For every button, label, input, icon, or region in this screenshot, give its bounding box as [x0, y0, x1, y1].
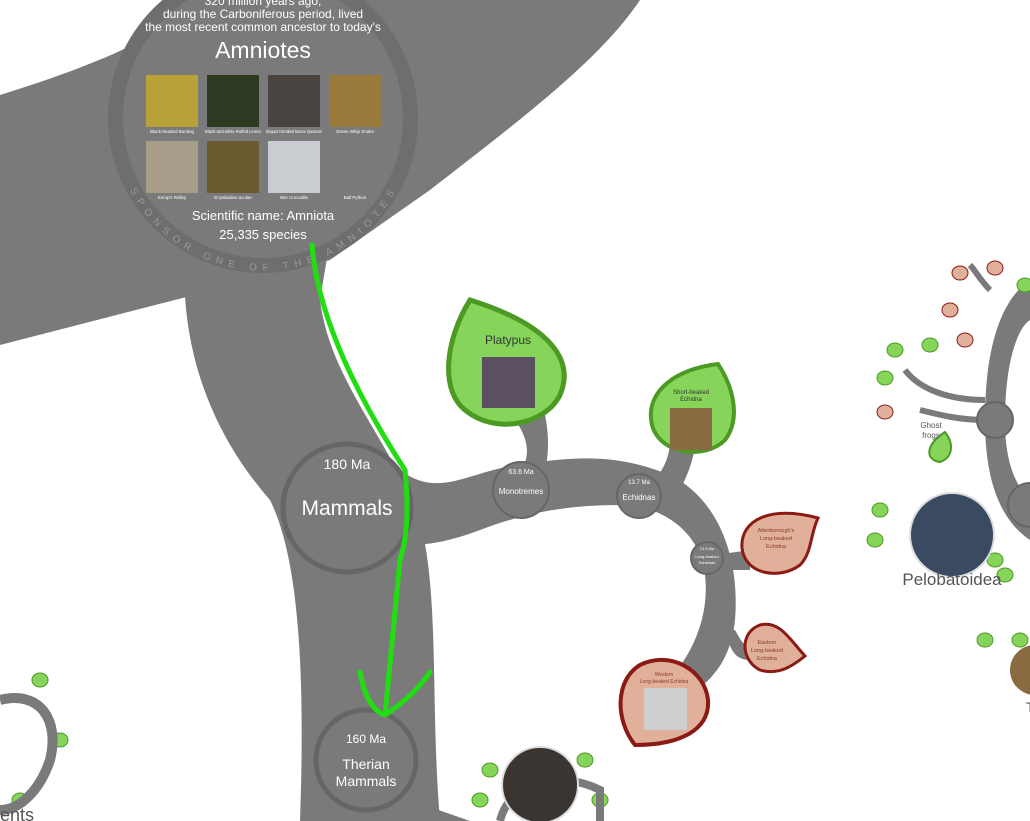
amniote-photo-label[interactable]: Kemp's Ridley [158, 195, 187, 200]
amniote-photo[interactable] [207, 141, 259, 193]
leaf-platypus[interactable]: Platypus [446, 297, 567, 427]
branch-right-twigs [902, 262, 993, 423]
mammals-name: Mammals [301, 497, 392, 520]
monotremes-node[interactable] [492, 461, 550, 519]
amniote-photo[interactable] [268, 75, 320, 127]
small-leaf[interactable] [951, 265, 969, 281]
short-beaked-label-2: Echidna [680, 397, 702, 403]
small-leaf[interactable] [471, 792, 489, 808]
branch-platypus [515, 415, 549, 470]
attenborough-label-3: Echidna [766, 544, 787, 550]
small-leaf[interactable] [986, 552, 1004, 568]
leaf-short-beaked-echidna[interactable]: Short-beaked Echidna [648, 361, 736, 454]
platypus-photo [482, 357, 535, 408]
small-leaf[interactable] [871, 502, 889, 518]
small-leaf[interactable] [921, 337, 939, 353]
ghost-frogs-label-2: frogs [922, 431, 940, 440]
branch-monotremes [400, 458, 736, 700]
mammals-node[interactable] [280, 441, 414, 575]
small-leaf[interactable] [976, 632, 994, 648]
right-photo-partial[interactable] [1010, 645, 1030, 695]
opossum-photo[interactable] [501, 746, 579, 821]
branch-eastern [725, 630, 750, 660]
branch-right-tree [985, 280, 1030, 540]
echidnas-name: Echidnas [623, 493, 656, 502]
right-node[interactable] [1007, 482, 1030, 528]
small-leaf[interactable] [1011, 632, 1029, 648]
long-beaked-age: 13.5 Ma [700, 546, 715, 551]
western-label-2: Long-beaked Echidna [640, 679, 689, 685]
eastern-label-3: Echidna [757, 656, 778, 662]
amniotes-node-inner [123, 0, 403, 258]
right-partial-label: T [1026, 699, 1030, 715]
platypus-label: Platypus [485, 333, 531, 347]
mammals-age: 180 Ma [324, 456, 371, 472]
small-leaf[interactable] [481, 762, 499, 778]
amniote-photo[interactable] [146, 75, 198, 127]
leaf-eastern-echidna[interactable]: Eastern Long-beaked Echidna [743, 622, 808, 673]
therian-node[interactable] [313, 707, 419, 813]
new-frogs-node[interactable] [976, 401, 1014, 439]
small-leaf[interactable] [886, 342, 904, 358]
branch-therian-right [410, 800, 470, 821]
eastern-label-1: Eastern [758, 640, 777, 646]
amniote-photo-label[interactable]: Black-and-white Ruffed Lemur [205, 129, 261, 134]
monotremes-name: Monotremes [499, 487, 543, 496]
ghost-frogs-label-1: Ghost [920, 421, 942, 430]
long-beaked-name-1: Long-beaked [695, 554, 718, 559]
amniote-photo-label[interactable]: Enyalioides aculae [214, 195, 252, 200]
therian-name-1: Therian [342, 756, 389, 772]
pelobatoidea-photo[interactable] [909, 492, 995, 578]
small-leaf[interactable] [956, 332, 974, 348]
small-leaf[interactable] [1016, 277, 1030, 293]
amniotes-scientific-name: Scientific name: Amniota [192, 208, 335, 223]
eastern-label-2: Long-beaked [751, 648, 783, 654]
attenborough-label-1: Attenborough's [758, 528, 795, 534]
small-leaf[interactable] [876, 370, 894, 386]
short-beaked-label-1: Short-beaked [673, 390, 709, 396]
attenborough-label-2: Long-beaked [760, 536, 792, 542]
small-leaf[interactable] [866, 532, 884, 548]
left-subtree-branch [0, 693, 58, 815]
amniote-photo[interactable] [207, 75, 259, 127]
western-photo [644, 688, 687, 730]
therian-name-2: Mammals [336, 773, 397, 789]
amniote-photo-label[interactable]: Black-headed Bunting [150, 129, 195, 134]
branch-attenborough [715, 550, 750, 570]
pelobatoidea-label[interactable]: Pelobatoidea [902, 570, 1002, 589]
amniotes-species-count: 25,335 species [219, 227, 307, 242]
amniote-photo[interactable] [146, 141, 198, 193]
amniotes-photo-grid: Black-headed Bunting Black-and-white Ruff… [146, 75, 381, 200]
small-leaf[interactable] [876, 404, 894, 420]
echidnas-age: 13.7 Ma [628, 480, 650, 486]
amniotes-title: Amniotes [215, 37, 311, 63]
amniote-photo-label[interactable]: Green Whip Snake [336, 129, 375, 134]
monotremes-age: 63.6 Ma [508, 469, 533, 476]
left-partial-label: ents [0, 805, 34, 821]
amniote-photo-label[interactable]: Elegant Fat-tailed Mouse Opossum [266, 129, 322, 134]
small-leaf[interactable] [31, 672, 49, 688]
annotation-arrow [309, 242, 433, 718]
small-leaf[interactable] [941, 302, 959, 318]
leaf-western-echidna[interactable]: Western Long-beaked Echidna [618, 658, 711, 748]
long-beaked-node[interactable] [690, 541, 724, 575]
small-leaf[interactable] [986, 260, 1004, 276]
amniote-photo-label[interactable]: Ball Python [344, 195, 367, 200]
long-beaked-name-2: Echidnas [699, 560, 715, 565]
short-beaked-photo [670, 408, 712, 450]
small-leaf[interactable] [996, 567, 1014, 583]
amniote-photo-label[interactable]: Nile Crocodile [280, 195, 309, 200]
small-leaf[interactable] [576, 752, 594, 768]
echidnas-node[interactable] [616, 473, 662, 519]
amniotes-intro-3: the most recent common ancestor to today… [145, 20, 381, 34]
therian-age: 160 Ma [346, 732, 386, 746]
leaf-attenborough-echidna[interactable]: Attenborough's Long-beaked Echidna [740, 511, 821, 575]
amniote-photo[interactable] [329, 75, 381, 127]
western-label-1: Western [655, 672, 674, 678]
ghost-frog-leaf[interactable] [928, 430, 952, 464]
amniotes-intro-2: during the Carboniferous period, lived [163, 7, 363, 21]
amniote-photo[interactable] [268, 141, 320, 193]
amniotes-intro-1: 320 million years ago, [205, 0, 322, 8]
